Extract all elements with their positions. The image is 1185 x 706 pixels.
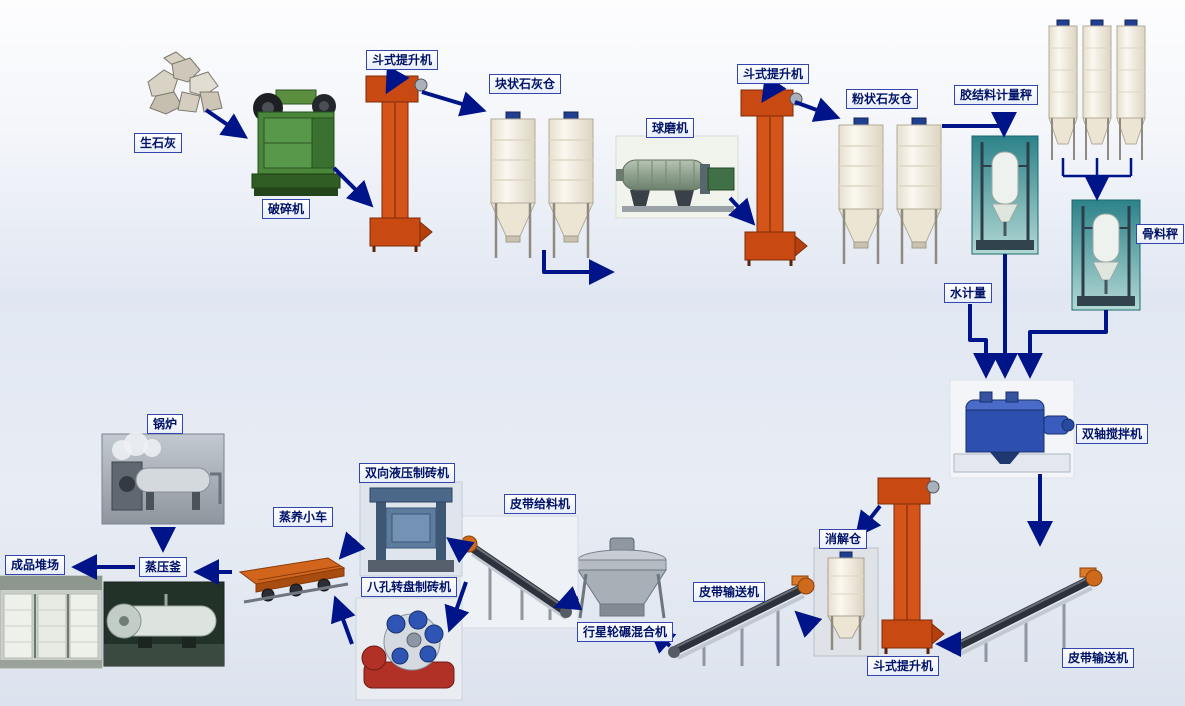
arrow-elevator2-to-silos — [794, 97, 841, 122]
label-lump-lime-silo: 块状石灰仓 — [489, 74, 562, 94]
arrow-digestion-to-conveyor2 — [794, 610, 823, 638]
label-ball-mill: 球磨机 — [646, 118, 695, 138]
belt-conveyor-mid-machine — [668, 575, 815, 666]
planetary-mixer-machine — [577, 537, 667, 619]
label-belt-conveyor-mid: 皮带输送机 — [693, 582, 766, 602]
label-belt-conveyor-right: 皮带输送机 — [1062, 648, 1135, 668]
powder-lime-silos — [838, 117, 942, 264]
tall-storage-silos — [1048, 19, 1146, 160]
bucket-elevator-1-machine — [365, 75, 433, 252]
label-digestion-silo: 消解仓 — [819, 529, 868, 549]
label-aggregate-scale: 骨料秤 — [1136, 224, 1185, 244]
label-product-yard: 成品堆场 — [5, 555, 66, 575]
label-boiler: 锅炉 — [147, 414, 184, 434]
digestion-silo-machine — [813, 547, 879, 657]
arrow-silos-to-ballmill — [542, 250, 615, 285]
arrow-aggscale-to-mixer — [1017, 310, 1108, 379]
bucket-elevator-3-machine — [877, 477, 945, 654]
arrow-feeder-to-brick1 — [446, 537, 475, 564]
twin-shaft-mixer-machine — [949, 379, 1075, 479]
arrow-label-to-elevator1 — [385, 65, 410, 95]
belt-conveyor-right-machine — [950, 567, 1103, 662]
jaw-crusher-machine — [251, 89, 341, 196]
label-crusher: 破碎机 — [262, 199, 311, 219]
label-water-meter: 水计量 — [944, 283, 993, 303]
arrow-ballmill-to-elevator2 — [728, 196, 756, 226]
label-belt-feeder: 皮带给料机 — [504, 494, 577, 514]
label-bucket-elevator-3: 斗式提升机 — [867, 656, 940, 676]
rotary-brick-machine-photo — [355, 597, 463, 701]
label-quicklime: 生石灰 — [134, 133, 183, 153]
arrow-planetary-to-feeder — [553, 586, 583, 611]
arrow-brick1-to-trolley — [338, 531, 366, 560]
quicklime-pile — [147, 51, 223, 115]
ball-mill-machine — [615, 135, 739, 219]
label-rotary-brick-machine: 八孔转盘制砖机 — [361, 577, 458, 597]
label-bucket-elevator-1: 斗式提升机 — [366, 50, 439, 70]
product-yard-photo — [0, 575, 103, 669]
label-powder-lime-silo: 粉状石灰仓 — [846, 89, 919, 109]
arrow-elevator1-to-silos — [421, 90, 487, 117]
label-twin-shaft-mixer: 双轴搅拌机 — [1076, 424, 1149, 444]
label-curing-trolley: 蒸养小车 — [273, 507, 334, 527]
arrow-feeder-to-brick2 — [444, 581, 470, 633]
bucket-elevator-2-machine — [740, 89, 808, 266]
arrow-silos-to-binderscale — [942, 111, 1017, 138]
curing-trolley-machine — [238, 557, 349, 604]
label-planetary-mixer: 行星轮碾混合机 — [577, 622, 674, 642]
arrow-crusher-to-elevator1 — [332, 166, 374, 208]
hydraulic-brick-machine-photo — [359, 481, 463, 577]
aggregate-scale-machine — [1071, 199, 1141, 311]
arrow-brick2-to-trolley — [331, 595, 356, 645]
boiler-machine — [101, 432, 225, 525]
belt-feeder-machine — [459, 515, 579, 629]
binder-scale-machine — [971, 135, 1039, 255]
arrow-quicklime-to-crusher — [204, 108, 249, 139]
lump-lime-silos — [490, 111, 594, 258]
label-bucket-elevator-2: 斗式提升机 — [737, 64, 810, 84]
autoclave-machine — [103, 581, 225, 667]
label-autoclave: 蒸压釜 — [139, 557, 188, 577]
arrow-water-to-mixer — [968, 304, 999, 379]
label-binder-scale: 胶结料计量秤 — [954, 85, 1039, 105]
arrow-label-to-elevator2 — [761, 74, 787, 104]
label-hydraulic-brick-machine: 双向液压制砖机 — [359, 463, 456, 483]
